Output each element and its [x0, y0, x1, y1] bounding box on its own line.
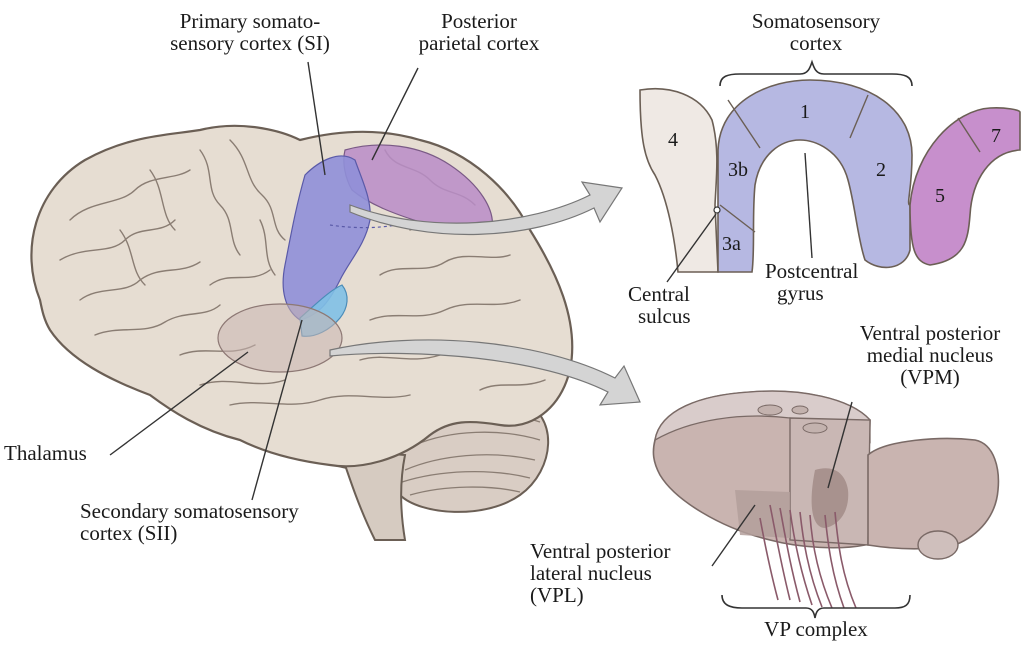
vpm-patch [811, 468, 849, 528]
postcentral-gyrus-region [717, 79, 913, 273]
central-sulcus-line1: Central [628, 282, 690, 306]
somatosensory-cortex-line2: cortex [789, 31, 843, 55]
posterior-parietal-line2: parietal cortex [418, 31, 540, 55]
central-sulcus-line2: sulcus [638, 304, 691, 328]
postcentral-gyrus-line1: Postcentral [765, 259, 859, 283]
leader-central-sulcus [666, 213, 717, 283]
secondary-somatosensory-label: Secondary somatosensory cortex (SII) [80, 500, 299, 544]
somatosensory-cortex-line1: Somatosensory [751, 9, 881, 33]
vpl-line1: Ventral posterior [530, 539, 671, 563]
primary-somatosensory-line2: sensory cortex (SI) [170, 31, 330, 55]
thalamus-3d [652, 390, 1000, 619]
leader-postcentral-gyrus [804, 152, 813, 259]
leader-sii [251, 319, 303, 501]
area-7-label: 7 [991, 125, 1001, 147]
postcentral-gyrus-line2: gyrus [777, 281, 824, 305]
area-4-label: 4 [668, 129, 678, 151]
somatosensory-bracket [719, 59, 913, 87]
vp-complex-text: VP complex [764, 617, 868, 641]
thalamus-knob [917, 530, 959, 560]
central-sulcus-label: Central sulcus [628, 283, 691, 327]
leader-ppc [371, 67, 419, 161]
primary-somatosensory-label: Primary somato- sensory cortex (SI) [150, 10, 350, 54]
secondary-somatosensory-line1: Secondary somatosensory [80, 499, 299, 523]
arrow-to-cortex-section [349, 181, 624, 236]
vpl-line3: (VPL) [530, 583, 584, 607]
brainstem [338, 448, 407, 541]
thalamus-label: Thalamus [4, 442, 87, 464]
area-1-label: 1 [800, 101, 810, 123]
leader-vpm [827, 401, 853, 489]
area-4-region [639, 88, 719, 273]
thalamus-top-marks [757, 404, 828, 434]
cortex-section: 4 3b 3a 1 2 5 7 [639, 59, 1021, 283]
leader-lines [109, 61, 419, 501]
vpm-label: Ventral posterior medial nucleus (VPM) [830, 322, 1030, 388]
vp-complex-bracket [721, 594, 911, 619]
si-ppc-boundary [329, 221, 411, 229]
area-5-7-region [909, 107, 1021, 266]
area-2-label: 2 [876, 159, 886, 181]
central-sulcus-marker [713, 206, 721, 214]
lateral-brain [30, 124, 574, 541]
vpm-line2: medial nucleus [866, 343, 994, 367]
vp-complex-label: VP complex [722, 618, 910, 640]
area-boundaries [719, 94, 981, 233]
posterior-parietal-label: Posterior parietal cortex [384, 10, 574, 54]
arrow-to-thalamus [329, 339, 641, 406]
vpm-line3: (VPM) [900, 365, 960, 389]
thalamus-highlight [217, 303, 343, 373]
si-region [282, 155, 371, 321]
vpl-line2: lateral nucleus [530, 561, 652, 585]
leader-thalamus [109, 351, 249, 456]
area-3b-label: 3b [728, 159, 748, 181]
area-3a-label: 3a [722, 233, 741, 255]
thalamus-text: Thalamus [4, 441, 87, 465]
leader-si [307, 61, 326, 176]
area-5-label: 5 [935, 185, 945, 207]
vpl-patch [735, 490, 790, 538]
afferent-fibers [759, 504, 857, 609]
primary-somatosensory-line1: Primary somato- [179, 9, 321, 33]
posterior-parietal-line1: Posterior [441, 9, 517, 33]
postcentral-gyrus-label: Postcentral gyrus [765, 260, 858, 304]
leader-vpl [711, 504, 756, 567]
secondary-somatosensory-line2: cortex (SII) [80, 521, 178, 545]
somatosensory-cortex-label: Somatosensory cortex [720, 10, 912, 54]
vpm-line1: Ventral posterior [859, 321, 1001, 345]
vpl-label: Ventral posterior lateral nucleus (VPL) [530, 540, 671, 606]
